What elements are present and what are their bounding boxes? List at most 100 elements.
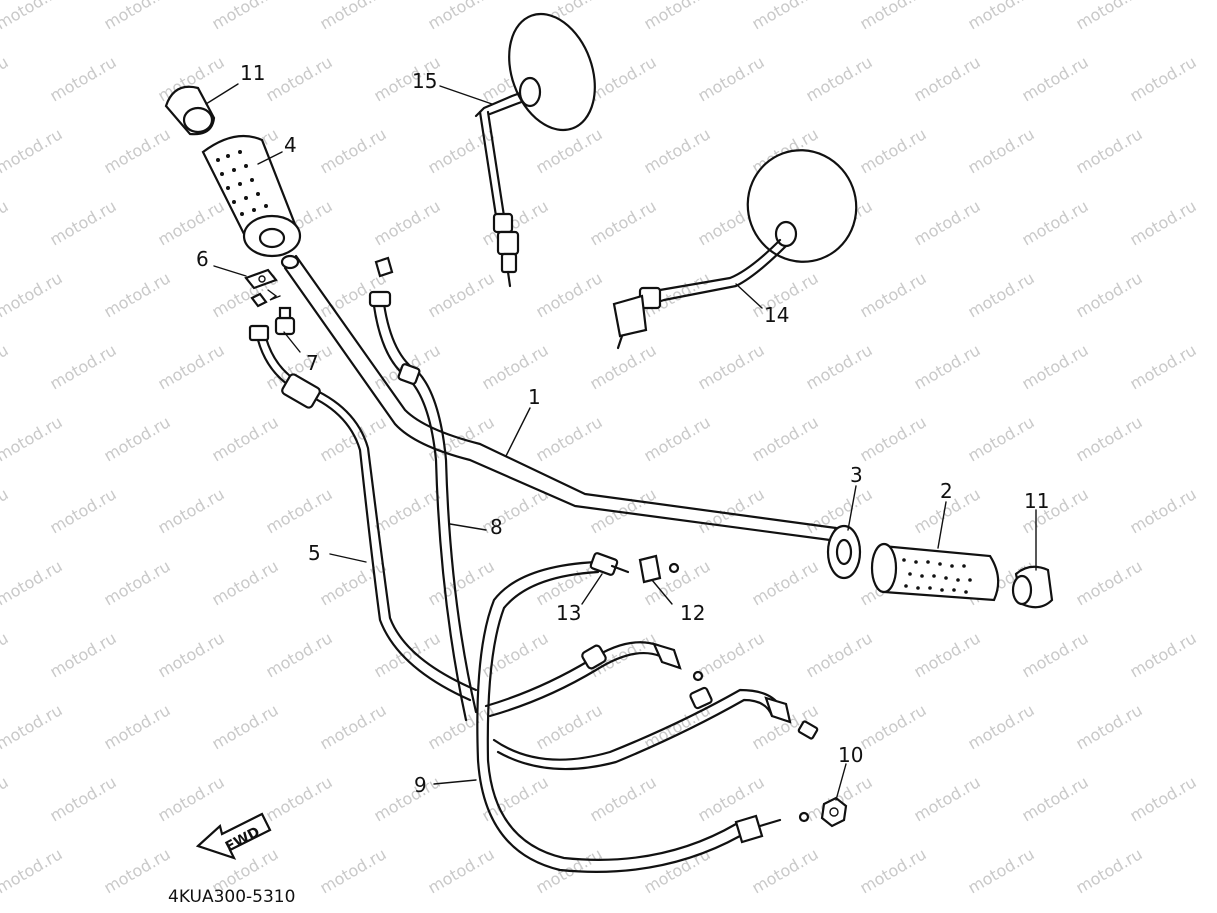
part-label-11-right: 11 xyxy=(1024,489,1049,513)
watermark-text: motod.ru xyxy=(0,484,12,537)
watermark-text: motod.ru xyxy=(1073,124,1146,177)
watermark-text: motod.ru xyxy=(965,700,1038,753)
watermark-layer: motod.ru motod.ru motod.ru motod.ru motod.ru… xyxy=(0,0,1200,897)
mirror-left xyxy=(474,12,596,288)
part-label-7: 7 xyxy=(306,351,319,375)
watermark-text: motod.ru xyxy=(155,772,228,825)
watermark-text: motod.ru xyxy=(209,0,282,33)
watermark-text: motod.ru xyxy=(209,556,282,609)
watermark-text: motod.ru xyxy=(0,700,66,753)
watermark-text: motod.ru xyxy=(371,484,444,537)
watermark-text: motod.ru xyxy=(965,124,1038,177)
watermark-text: motod.ru xyxy=(155,196,228,249)
part-label-8: 8 xyxy=(490,515,503,539)
watermark-text: motod.ru xyxy=(317,700,390,753)
watermark-text: motod.ru xyxy=(749,412,822,465)
watermark-text: motod.ru xyxy=(425,700,498,753)
adjuster-nut xyxy=(638,554,680,584)
watermark-text: motod.ru xyxy=(101,700,174,753)
part-label-5: 5 xyxy=(308,541,321,565)
part-label-9: 9 xyxy=(414,773,427,797)
part-label-15: 15 xyxy=(412,69,437,93)
cable-8 xyxy=(368,256,478,722)
watermark-text: motod.ru xyxy=(803,52,876,105)
watermark-text: motod.ru xyxy=(47,772,120,825)
part-label-6: 6 xyxy=(196,247,209,271)
watermark-text: motod.ru xyxy=(101,412,174,465)
watermark-text: motod.ru xyxy=(911,772,984,825)
watermark-text: motod.ru xyxy=(479,772,552,825)
watermark-text: motod.ru xyxy=(317,844,390,897)
watermark-text: motod.ru xyxy=(695,628,768,681)
watermark-text: motod.ru xyxy=(425,268,498,321)
watermark-text: motod.ru xyxy=(857,700,930,753)
watermark-text: motod.ru xyxy=(1127,772,1200,825)
watermark-text: motod.ru xyxy=(209,412,282,465)
watermark-text: motod.ru xyxy=(263,484,336,537)
watermark-text: motod.ru xyxy=(641,124,714,177)
watermark-text: motod.ru xyxy=(101,844,174,897)
watermark-text: motod.ru xyxy=(1073,700,1146,753)
watermark-text: motod.ru xyxy=(0,844,66,897)
watermark-text: motod.ru xyxy=(587,772,660,825)
watermark-text: motod.ru xyxy=(1073,268,1146,321)
watermark-text: motod.ru xyxy=(1019,628,1092,681)
watermark-text: motod.ru xyxy=(155,628,228,681)
watermark-text: motod.ru xyxy=(101,556,174,609)
watermark-text: motod.ru xyxy=(749,0,822,33)
clamp-plate xyxy=(244,268,281,301)
watermark-text: motod.ru xyxy=(1073,556,1146,609)
watermark-text: motod.ru xyxy=(1073,0,1146,33)
watermark-text: motod.ru xyxy=(1127,484,1200,537)
watermark-text: motod.ru xyxy=(1019,196,1092,249)
watermark-text: motod.ru xyxy=(1019,772,1092,825)
watermark-text: motod.ru xyxy=(155,484,228,537)
cable-nut xyxy=(820,796,848,828)
watermark-text: motod.ru xyxy=(965,0,1038,33)
watermark-text: motod.ru xyxy=(1127,628,1200,681)
watermark-text: motod.ru xyxy=(857,268,930,321)
watermark-text: motod.ru xyxy=(263,52,336,105)
watermark-text: motod.ru xyxy=(155,340,228,393)
watermark-text: motod.ru xyxy=(857,844,930,897)
watermark-text: motod.ru xyxy=(317,0,390,33)
watermark-text: motod.ru xyxy=(263,628,336,681)
watermark-text: motod.ru xyxy=(425,844,498,897)
leader-lines xyxy=(205,83,1037,801)
watermark-text: motod.ru xyxy=(533,268,606,321)
watermark-text: motod.ru xyxy=(0,556,66,609)
watermark-text: motod.ru xyxy=(857,124,930,177)
watermark-text: motod.ru xyxy=(641,412,714,465)
watermark-text: motod.ru xyxy=(533,412,606,465)
mirror-right xyxy=(612,149,858,350)
watermark-text: motod.ru xyxy=(47,484,120,537)
watermark-text: motod.ru xyxy=(47,340,120,393)
part-label-3: 3 xyxy=(850,463,863,487)
part-label-11-left: 11 xyxy=(240,61,265,85)
watermark-text: motod.ru xyxy=(1019,52,1092,105)
watermark-text: motod.ru xyxy=(1019,340,1092,393)
watermark-text: motod.ru xyxy=(263,772,336,825)
watermark-text: motod.ru xyxy=(101,124,174,177)
watermark-text: motod.ru xyxy=(533,124,606,177)
watermark-text: motod.ru xyxy=(533,700,606,753)
watermark-text: motod.ru xyxy=(857,412,930,465)
left-end-cap xyxy=(164,85,216,136)
watermark-text: motod.ru xyxy=(803,628,876,681)
watermark-text: motod.ru xyxy=(0,52,12,105)
part-label-13: 13 xyxy=(556,601,581,625)
watermark-text: motod.ru xyxy=(1127,52,1200,105)
watermark-text: motod.ru xyxy=(641,0,714,33)
diagram-code: 4KUA300-5310 xyxy=(168,887,295,907)
part-label-2: 2 xyxy=(940,479,953,503)
watermark-text: motod.ru xyxy=(965,844,1038,897)
small-nut xyxy=(250,292,268,308)
watermark-text: motod.ru xyxy=(803,340,876,393)
watermark-text: motod.ru xyxy=(857,0,930,33)
watermark-text: motod.ru xyxy=(0,772,12,825)
watermark-text: motod.ru xyxy=(1073,412,1146,465)
watermark-text: motod.ru xyxy=(371,772,444,825)
watermark-text: motod.ru xyxy=(587,484,660,537)
watermark-text: motod.ru xyxy=(587,52,660,105)
